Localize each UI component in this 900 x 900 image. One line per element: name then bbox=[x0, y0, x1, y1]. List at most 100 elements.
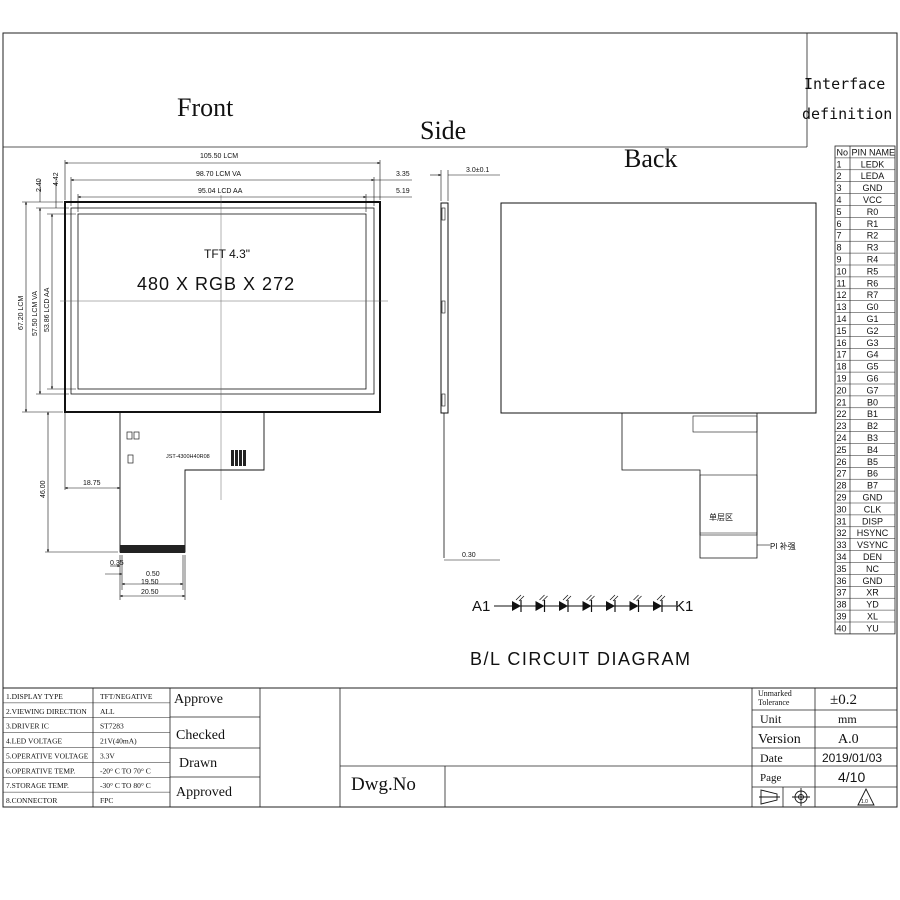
date-label: Date bbox=[760, 751, 783, 765]
side-module-outline bbox=[440, 202, 449, 414]
pin-number: 23 bbox=[837, 421, 847, 431]
pin-name: G4 bbox=[866, 350, 878, 360]
back-fpc-stiffener bbox=[699, 474, 758, 536]
unit-value: mm bbox=[838, 712, 857, 726]
led-diode-icon bbox=[582, 594, 595, 612]
dim-top-gap-b: 4.42 bbox=[53, 172, 60, 186]
pin-name: DEN bbox=[863, 552, 882, 562]
drawing-frame bbox=[2, 32, 898, 808]
spec-value: -20° C TO 70° C bbox=[100, 766, 151, 775]
dim-va-height: 57.50 LCM VA bbox=[32, 291, 39, 336]
interface-title-line1: Interface bbox=[804, 75, 885, 93]
pin-name: LEDK bbox=[861, 159, 885, 169]
interface-title-line2: definition bbox=[802, 105, 892, 123]
pin-number: 9 bbox=[837, 255, 842, 265]
product-size-label: TFT 4.3" bbox=[204, 247, 250, 261]
dim-aa-right-gap: 5.19 bbox=[396, 188, 410, 195]
pin-name: G2 bbox=[866, 326, 878, 336]
pin-number: 32 bbox=[837, 528, 847, 538]
pin-name: HSYNC bbox=[857, 528, 889, 538]
pin-name: B5 bbox=[867, 457, 878, 467]
pin-number: 34 bbox=[837, 552, 847, 562]
pin-name: NC bbox=[866, 564, 879, 574]
dim-aa-width: 95.04 LCD AA bbox=[198, 188, 243, 195]
pin-name: LEDA bbox=[861, 171, 885, 181]
pin-number: 37 bbox=[837, 588, 847, 598]
pin-number: 27 bbox=[837, 469, 847, 479]
approval-label: Approve bbox=[174, 692, 223, 707]
spec-value: -30° C TO 80° C bbox=[100, 781, 151, 790]
pin-table-header-no: No bbox=[837, 147, 849, 157]
pin-number: 1 bbox=[837, 159, 842, 169]
led-diode-icon bbox=[629, 594, 642, 612]
version-label: Version bbox=[758, 732, 801, 747]
pin-number: 21 bbox=[837, 397, 847, 407]
fpc-component-c bbox=[127, 454, 134, 464]
pin-name: G6 bbox=[866, 374, 878, 384]
pin-name: G5 bbox=[866, 362, 878, 372]
led-diode-icon bbox=[606, 594, 619, 612]
dim-fpc-offset: 18.75 bbox=[83, 480, 101, 487]
spec-label: 6.OPERATIVE TEMP. bbox=[6, 766, 75, 775]
spec-value: ALL bbox=[100, 707, 115, 716]
fpc-component-a bbox=[126, 431, 133, 440]
version-value: A.0 bbox=[838, 732, 859, 747]
back-view-title: Back bbox=[624, 144, 677, 173]
front-view-title: Front bbox=[177, 93, 234, 122]
single-layer-area-label: 单层区 bbox=[709, 512, 733, 522]
pin-name: R5 bbox=[867, 266, 879, 276]
page-value: 4/10 bbox=[838, 769, 865, 785]
pin-name: R0 bbox=[867, 207, 879, 217]
pin-number: 14 bbox=[837, 314, 847, 324]
dim-va-width: 98.70 LCM VA bbox=[196, 171, 241, 178]
fpc-part-number: JST-4300H40R08 bbox=[166, 454, 210, 460]
led-diode-icon bbox=[512, 594, 525, 612]
led-diode-icon bbox=[535, 594, 548, 612]
pin-number: 6 bbox=[837, 219, 842, 229]
pin-number: 17 bbox=[837, 350, 847, 360]
front-dimensions bbox=[22, 160, 412, 600]
spec-label: 3.DRIVER IC bbox=[6, 722, 49, 731]
pin-number: 3 bbox=[837, 183, 842, 193]
dim-lcm-width: 105.50 LCM bbox=[200, 153, 238, 160]
pin-number: 8 bbox=[837, 243, 842, 253]
approval-label: Checked bbox=[176, 728, 225, 743]
front-view: TFT 4.3" 480 X RGB X 272 JST-4300H40R08 bbox=[18, 153, 412, 600]
revision-triangle-icon: 1.0 bbox=[857, 787, 875, 806]
circuit-cathode-label: K1 bbox=[675, 598, 693, 615]
pin-name: G0 bbox=[866, 302, 878, 312]
pin-name: GND bbox=[863, 493, 884, 503]
pin-name: R3 bbox=[867, 243, 879, 253]
dim-lcm-height: 67.20 LCM bbox=[18, 296, 25, 330]
fpc-connector-pads bbox=[231, 450, 246, 466]
pin-name: G1 bbox=[866, 314, 878, 324]
pin-name: B4 bbox=[867, 445, 878, 455]
pin-name: VCC bbox=[863, 195, 883, 205]
pin-name: VSYNC bbox=[857, 540, 889, 550]
lcm-outline bbox=[64, 201, 381, 413]
pin-name: R2 bbox=[867, 231, 879, 241]
dim-aa-height: 53.86 LCD AA bbox=[44, 287, 51, 332]
pin-number: 20 bbox=[837, 385, 847, 395]
pin-number: 4 bbox=[837, 195, 842, 205]
pin-name: GND bbox=[863, 576, 884, 586]
pin-name: YD bbox=[866, 600, 879, 610]
pin-name: B2 bbox=[867, 421, 878, 431]
pin-name: DISP bbox=[862, 516, 883, 526]
pin-number: 35 bbox=[837, 564, 847, 574]
dim-fpc-width: 20.50 bbox=[141, 589, 159, 596]
pin-number: 26 bbox=[837, 457, 847, 467]
pin-number: 19 bbox=[837, 374, 847, 384]
approval-label: Approved bbox=[176, 785, 232, 800]
pin-number: 16 bbox=[837, 338, 847, 348]
circuit-title: B/L CIRCUIT DIAGRAM bbox=[470, 649, 692, 669]
approval-label: Drawn bbox=[179, 756, 217, 771]
pin-name: GND bbox=[863, 183, 884, 193]
pin-name: R6 bbox=[867, 278, 879, 288]
spec-label: 7.STORAGE TEMP. bbox=[6, 781, 69, 790]
dim-va-right-gap: 3.35 bbox=[396, 171, 410, 178]
spec-label: 8.CONNECTOR bbox=[6, 796, 57, 805]
